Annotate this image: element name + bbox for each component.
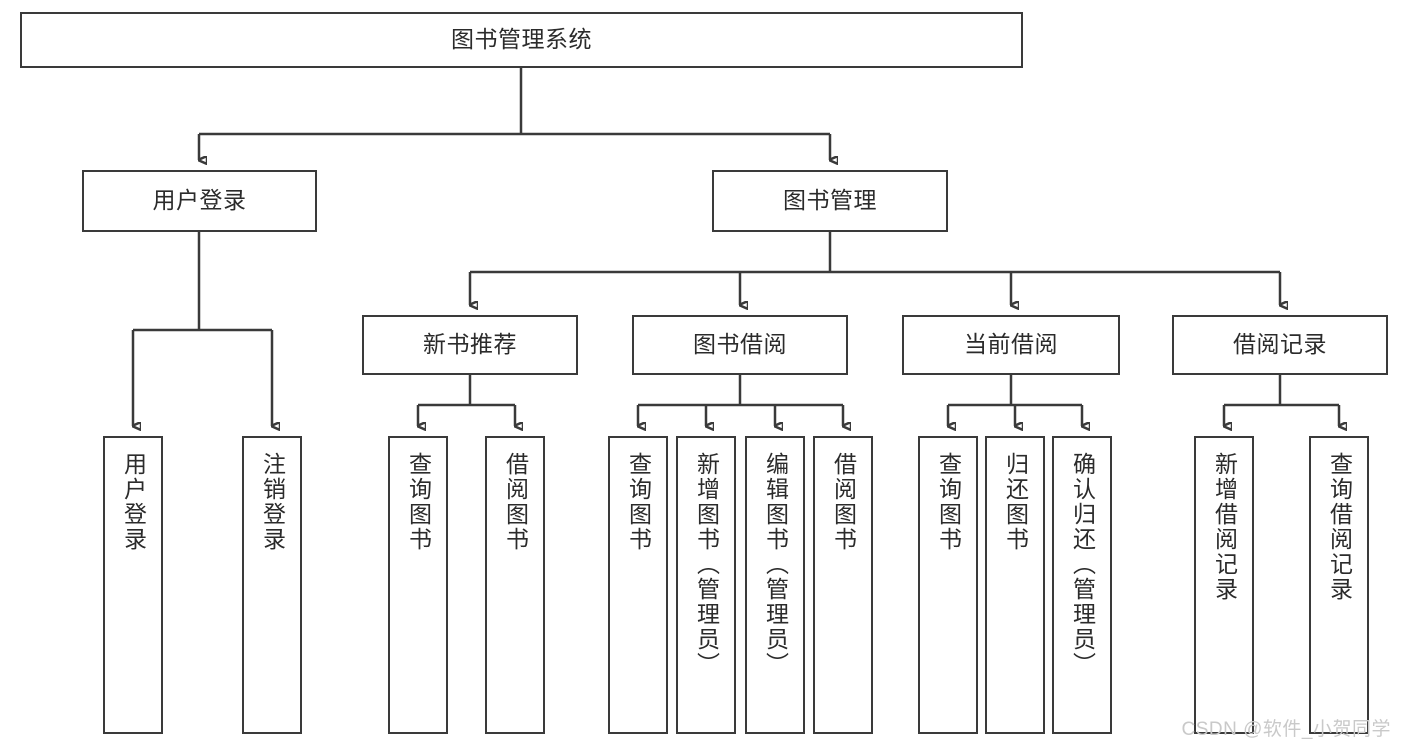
node-label: 新书推荐 bbox=[423, 331, 517, 358]
node-book-borrow[interactable]: 图书借阅 bbox=[632, 315, 848, 375]
leaf-return-book[interactable]: 归还图书 bbox=[985, 436, 1045, 734]
leaf-add-book-admin[interactable]: 新增图书（管理员） bbox=[676, 436, 736, 734]
node-label: 图书管理系统 bbox=[451, 26, 592, 53]
leaf-query-book-borrow[interactable]: 查询图书 bbox=[608, 436, 668, 734]
node-label: 新增借阅记录 bbox=[1211, 452, 1238, 602]
node-label: 归还图书 bbox=[1002, 452, 1029, 552]
node-label: 编辑图书（管理员） bbox=[762, 452, 789, 677]
node-label: 借阅记录 bbox=[1233, 331, 1327, 358]
leaf-borrow-book[interactable]: 借阅图书 bbox=[813, 436, 873, 734]
node-label: 查询图书 bbox=[935, 452, 962, 552]
leaf-query-book-newbook[interactable]: 查询图书 bbox=[388, 436, 448, 734]
node-label: 用户登录 bbox=[152, 187, 247, 214]
node-label: 新增图书（管理员） bbox=[693, 452, 720, 677]
watermark: CSDN @软件_小贺同学 bbox=[1181, 719, 1391, 740]
leaf-borrow-book-newbook[interactable]: 借阅图书 bbox=[485, 436, 545, 734]
node-book-management[interactable]: 图书管理 bbox=[712, 170, 948, 232]
leaf-add-borrow-record[interactable]: 新增借阅记录 bbox=[1194, 436, 1254, 734]
node-new-book-recommend[interactable]: 新书推荐 bbox=[362, 315, 578, 375]
node-label: 确认归还（管理员） bbox=[1069, 452, 1096, 677]
leaf-confirm-return-admin[interactable]: 确认归还（管理员） bbox=[1052, 436, 1112, 734]
node-label: 查询借阅记录 bbox=[1326, 452, 1353, 602]
node-user-login[interactable]: 用户登录 bbox=[82, 170, 317, 232]
node-label: 借阅图书 bbox=[830, 452, 857, 552]
node-label: 查询图书 bbox=[405, 452, 432, 552]
node-label: 用户登录 bbox=[120, 452, 147, 552]
node-label: 当前借阅 bbox=[964, 331, 1058, 358]
node-label: 查询图书 bbox=[625, 452, 652, 552]
node-borrow-record[interactable]: 借阅记录 bbox=[1172, 315, 1388, 375]
leaf-query-book-current[interactable]: 查询图书 bbox=[918, 436, 978, 734]
node-label: 借阅图书 bbox=[502, 452, 529, 552]
leaf-user-login[interactable]: 用户登录 bbox=[103, 436, 163, 734]
node-label: 注销登录 bbox=[259, 452, 286, 552]
leaf-logout[interactable]: 注销登录 bbox=[242, 436, 302, 734]
leaf-query-borrow-record[interactable]: 查询借阅记录 bbox=[1309, 436, 1369, 734]
node-label: 图书管理 bbox=[783, 187, 877, 214]
leaf-edit-book-admin[interactable]: 编辑图书（管理员） bbox=[745, 436, 805, 734]
node-label: 图书借阅 bbox=[693, 331, 787, 358]
node-current-borrow[interactable]: 当前借阅 bbox=[902, 315, 1120, 375]
node-book-management-system[interactable]: 图书管理系统 bbox=[20, 12, 1023, 68]
